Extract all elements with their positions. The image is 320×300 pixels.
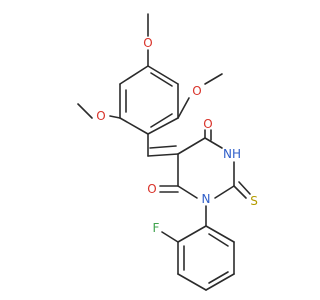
atom-o-ring-top: O xyxy=(203,117,212,131)
bond-ar-o-left xyxy=(109,115,121,119)
bond-ar-3 xyxy=(147,117,179,135)
bond-o-methyl-right xyxy=(204,73,223,85)
bond-ph-4 xyxy=(205,273,235,291)
bond-ar-inner-2 xyxy=(150,113,173,128)
atom-o-right-upper: O xyxy=(192,84,201,98)
atom-nh: NH xyxy=(223,147,241,161)
bonds xyxy=(77,13,251,291)
bond-ph-3 xyxy=(177,273,207,291)
molecule-diagram: O O O O NH O N S F xyxy=(77,13,258,291)
bond-o-methyl-left xyxy=(77,103,93,119)
bond-ph-inner-3 xyxy=(208,233,229,247)
bond-ar-4 xyxy=(119,117,149,135)
atom-o-left-lower: O xyxy=(96,109,105,123)
atom-o-ring-bottom: O xyxy=(147,182,156,196)
atom-s: S xyxy=(250,194,258,208)
bond-ar-6 xyxy=(119,65,149,85)
bond-py-c5-c4 xyxy=(177,137,206,155)
atom-o-top: O xyxy=(143,36,152,50)
atom-f: F xyxy=(153,221,160,235)
atom-n: N xyxy=(202,192,211,206)
structure-svg: O O O O NH O N S F xyxy=(77,13,258,291)
bond-ar-inner-1 xyxy=(150,72,173,87)
bond-py-n1-c6 xyxy=(177,185,198,199)
bond-ch-c5 xyxy=(147,153,179,157)
bond-ar-o-right xyxy=(177,97,190,119)
bond-ph-inner-2 xyxy=(208,271,229,284)
bond-ch-c5-double xyxy=(149,145,177,149)
bond-py-c4-n3 xyxy=(204,137,223,149)
bond-ph-f xyxy=(161,231,179,243)
bond-c2-s xyxy=(233,185,247,199)
atom-labels: O O O O NH O N S F xyxy=(96,36,258,235)
bond-c2-s-double xyxy=(238,181,251,195)
bond-ph-6 xyxy=(205,225,235,243)
bond-ar-1 xyxy=(147,65,179,85)
bond-py-c2-n1 xyxy=(214,185,235,199)
bond-ph-1 xyxy=(177,225,207,243)
